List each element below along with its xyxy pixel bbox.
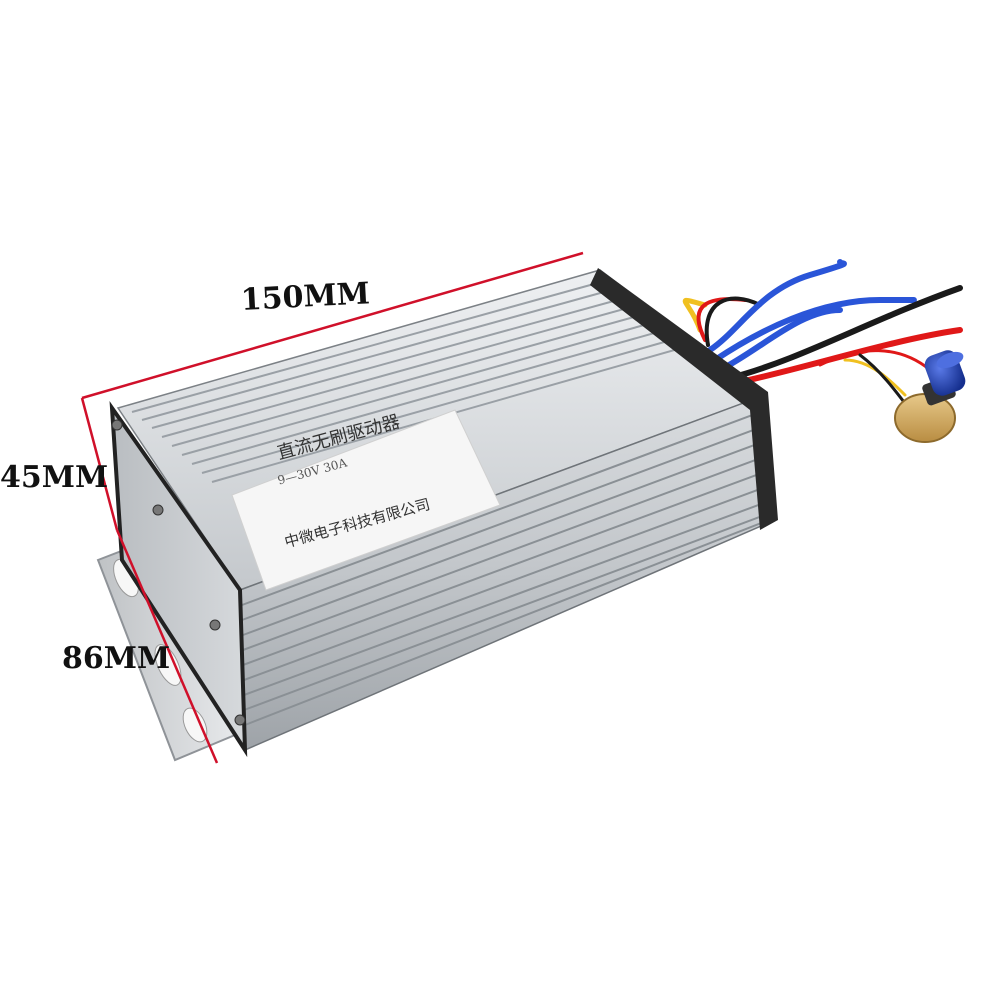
housing-end-cap bbox=[109, 401, 248, 758]
potentiometer bbox=[894, 350, 966, 443]
bracket-slot bbox=[182, 707, 208, 743]
housing-top-fins bbox=[131, 278, 693, 483]
wire-blue-2 bbox=[712, 296, 917, 363]
wire-harness bbox=[682, 259, 963, 412]
dimension-height-label: 45MM bbox=[0, 460, 109, 495]
screw-icon bbox=[111, 419, 123, 431]
product-label bbox=[231, 409, 501, 591]
bracket-slot bbox=[154, 644, 182, 686]
wire-pot-red bbox=[818, 349, 932, 372]
housing-side-fins bbox=[241, 409, 775, 726]
dimension-line-length bbox=[81, 251, 584, 400]
controller-housing bbox=[109, 268, 778, 758]
dimension-line-width bbox=[115, 529, 219, 764]
dimension-line-height bbox=[80, 397, 119, 531]
dimension-lines bbox=[80, 251, 584, 764]
wire-blue-1 bbox=[707, 259, 847, 353]
potentiometer-body bbox=[894, 393, 956, 443]
wire-black-thin bbox=[704, 296, 762, 347]
screw-icon bbox=[209, 619, 221, 631]
wire-black-main bbox=[727, 285, 963, 381]
wire-blue-3 bbox=[717, 307, 843, 373]
screw-icon bbox=[152, 504, 164, 516]
screw-icon bbox=[234, 714, 246, 726]
housing-right-endcap bbox=[590, 268, 778, 530]
dimension-width-label: 86MM bbox=[62, 641, 171, 676]
dimension-length-label: 150MM bbox=[240, 276, 371, 318]
